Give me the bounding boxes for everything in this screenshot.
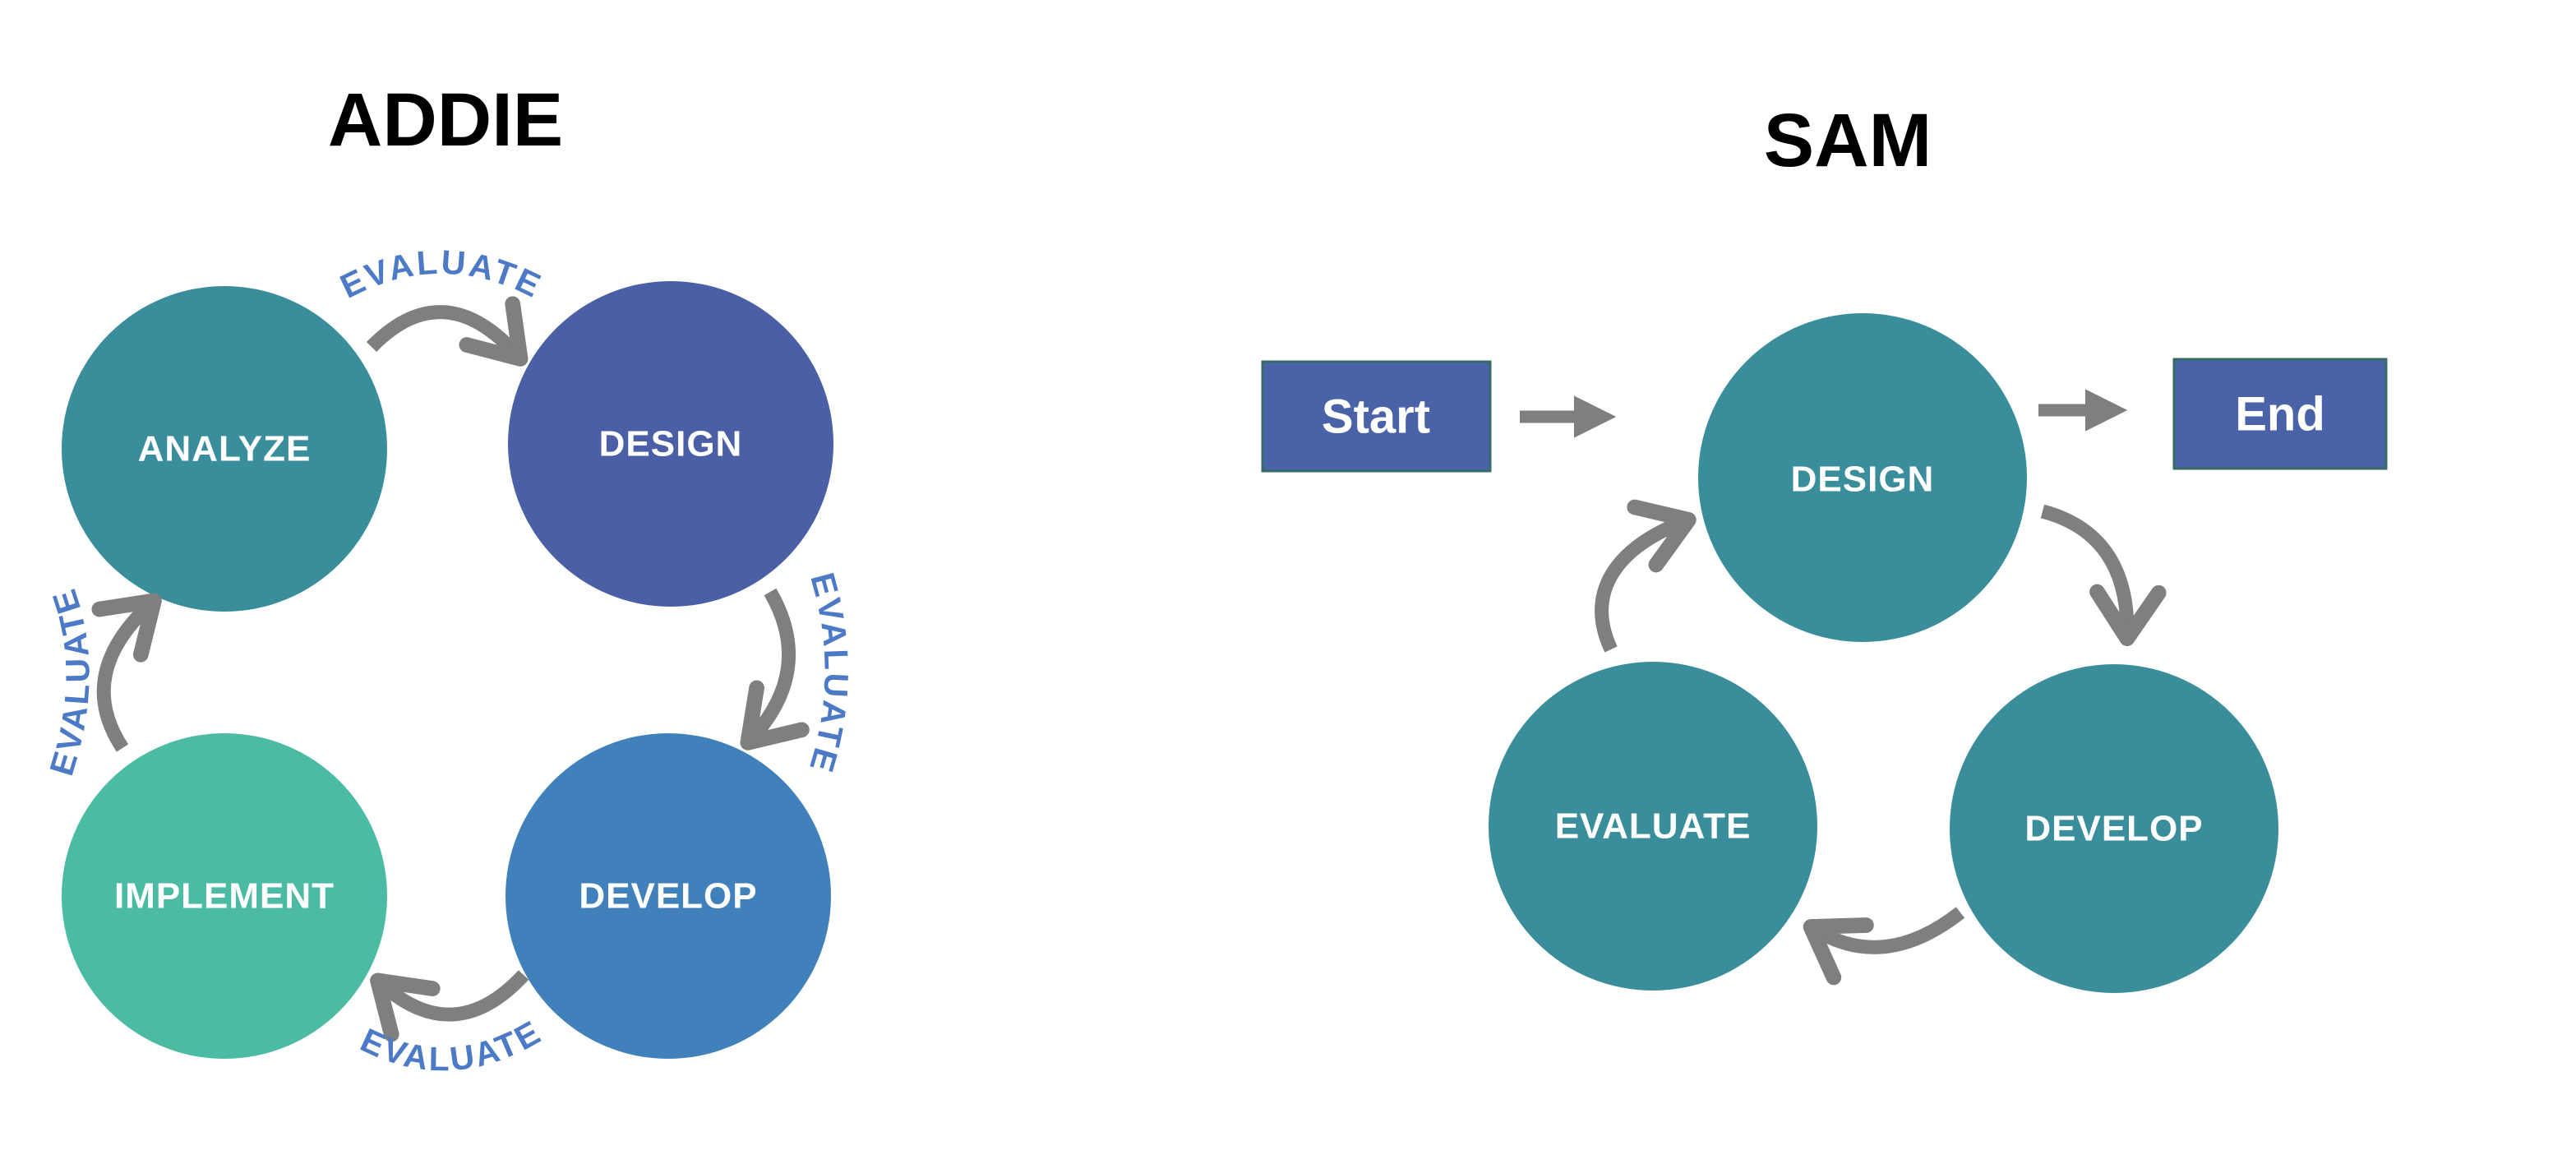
- addie-design-label: DESIGN: [599, 424, 743, 464]
- sam-end-box: [2172, 358, 2388, 470]
- addie-analyze-label: ANALYZE: [138, 429, 312, 469]
- addie-evaluate-label-right: EVALUATE: [801, 569, 855, 778]
- sam-evaluate-label: EVALUATE: [1555, 806, 1752, 847]
- addie-evaluate-label-bottom: EVALUATE: [355, 1013, 548, 1079]
- sam-start-label: Start: [1322, 390, 1430, 444]
- addie-evaluate-label-top: EVALUATE: [335, 242, 548, 305]
- sam-evaluate-circle: [1489, 662, 1817, 991]
- sam-arrow-develop-to-evaluate: [1803, 907, 1965, 986]
- addie-design-circle: [508, 281, 833, 607]
- addie-develop-circle: [506, 733, 831, 1059]
- addie-implement-circle: [62, 733, 387, 1059]
- addie-arrow-develop-to-implement: [370, 970, 529, 1042]
- addie-arrow-implement-to-analyze: [91, 593, 162, 752]
- addie-evaluate-label-left: EVALUATE: [42, 583, 96, 780]
- addie-title: ADDIE: [328, 78, 563, 162]
- addie-arrow-design-to-develop: [740, 588, 810, 751]
- sam-arrow-design-to-develop: [2040, 504, 2167, 647]
- sam-develop-circle: [1950, 664, 2278, 993]
- sam-end-label: End: [2235, 388, 2325, 441]
- sam-develop-label: DEVELOP: [2024, 809, 2203, 849]
- sam-arrow-evaluate-to-design: [1595, 499, 1697, 653]
- addie-diagram: ADDIE ANALYZE DESIGN IMPLEMENT DEVELOP E…: [42, 78, 855, 1079]
- sam-title: SAM: [1764, 99, 1932, 182]
- addie-analyze-circle: [62, 286, 387, 612]
- sam-design-circle: [1698, 313, 2027, 642]
- addie-implement-label: IMPLEMENT: [114, 876, 335, 917]
- sam-diagram: SAM Start End DESIGN EVALUATE DEVELOP: [1261, 99, 2388, 993]
- sam-design-label: DESIGN: [1791, 460, 1935, 500]
- sam-start-box: [1261, 360, 1492, 473]
- addie-develop-label: DEVELOP: [579, 876, 757, 917]
- addie-arrow-analyze-to-design: [366, 296, 529, 367]
